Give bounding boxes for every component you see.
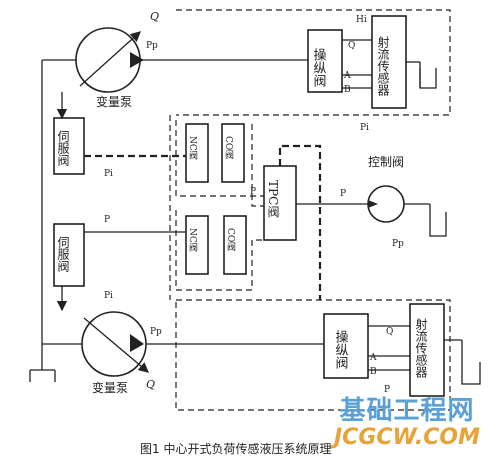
svg-text:操纵阀: 操纵阀 [333,329,349,369]
lower-tank [461,340,481,385]
pi-upper: Pi [104,169,113,179]
svg-text:伺服阀: 伺服阀 [56,130,70,167]
lower-flow-sensor: 射流传感器 [409,303,445,397]
figure-caption: 图1 中心开式负荷传感液压系统原理 [140,442,332,456]
flow-q-top: Q [150,10,159,23]
upper-tank [419,68,437,89]
svg-text:CO阀: CO阀 [225,228,236,252]
relief-tank [429,204,447,237]
port-b-lower: B [370,367,377,377]
upper-variable-pump [75,27,144,93]
upper-flow-sensor: 射流传感器 [371,15,407,109]
svg-text:操纵阀: 操纵阀 [311,47,327,87]
watermark-chinese: 基础工程网 [339,396,475,426]
upper-control-valve: 操纵阀 [307,29,343,93]
svg-text:TPC阀: TPC阀 [266,180,280,218]
lower-servo-valve: 伺服阀 [53,223,85,287]
p-tpc-left: P [250,187,256,197]
pressure-pp-lower: Pp [150,327,162,337]
port-b-upper: B [344,85,351,95]
p-mid-left: P [104,215,110,225]
site-watermark: 基础工程网 JCGCW.COM [322,396,492,450]
svg-text:射流传感器: 射流传感器 [414,317,428,379]
relief-valve-label: 控制阀 [368,155,404,169]
relief-control-valve [367,185,405,223]
lower-pump-label: 变量泵 [92,380,128,395]
upper-pump-label: 变量泵 [96,94,132,109]
svg-text:NC阀: NC阀 [187,136,198,161]
flow-q-bottom: Q [146,378,155,391]
port-a-lower: A [369,353,377,363]
svg-text:射流传感器: 射流传感器 [376,35,390,97]
upper-pilot-enclosure [176,9,451,116]
upper-servo-valve: 伺服阀 [53,117,85,175]
svg-text:伺服阀: 伺服阀 [56,236,70,273]
lower-nc-valve: NC阀 [185,215,209,275]
lower-variable-pump [81,311,149,377]
upper-co-valve: CO阀 [221,123,245,183]
pi-lower: Pi [104,291,113,301]
pi-upper-sensor: Pi [360,123,369,133]
lower-pilot-enclosure [175,299,451,411]
flow-q-upper-valve: Q [348,41,355,51]
lower-control-valve: 操纵阀 [323,313,369,379]
hi-label: Hi [356,15,367,25]
lower-co-valve: CO阀 [223,215,247,275]
flow-q-lower-valve: Q [386,327,393,337]
pp-relief: Pp [392,239,404,249]
upper-nc-valve: NC阀 [185,123,209,183]
tpc-valve: TPC阀 [263,165,297,241]
p-tpc-right: P [340,189,346,199]
svg-text:NC阀: NC阀 [187,228,198,253]
p-lower-sensor: P [384,385,390,395]
watermark-english: JCGCW.COM [334,425,480,450]
pressure-pp-top: Pp [146,41,158,51]
svg-text:CO阀: CO阀 [223,136,234,160]
port-a-upper: A [343,71,351,81]
